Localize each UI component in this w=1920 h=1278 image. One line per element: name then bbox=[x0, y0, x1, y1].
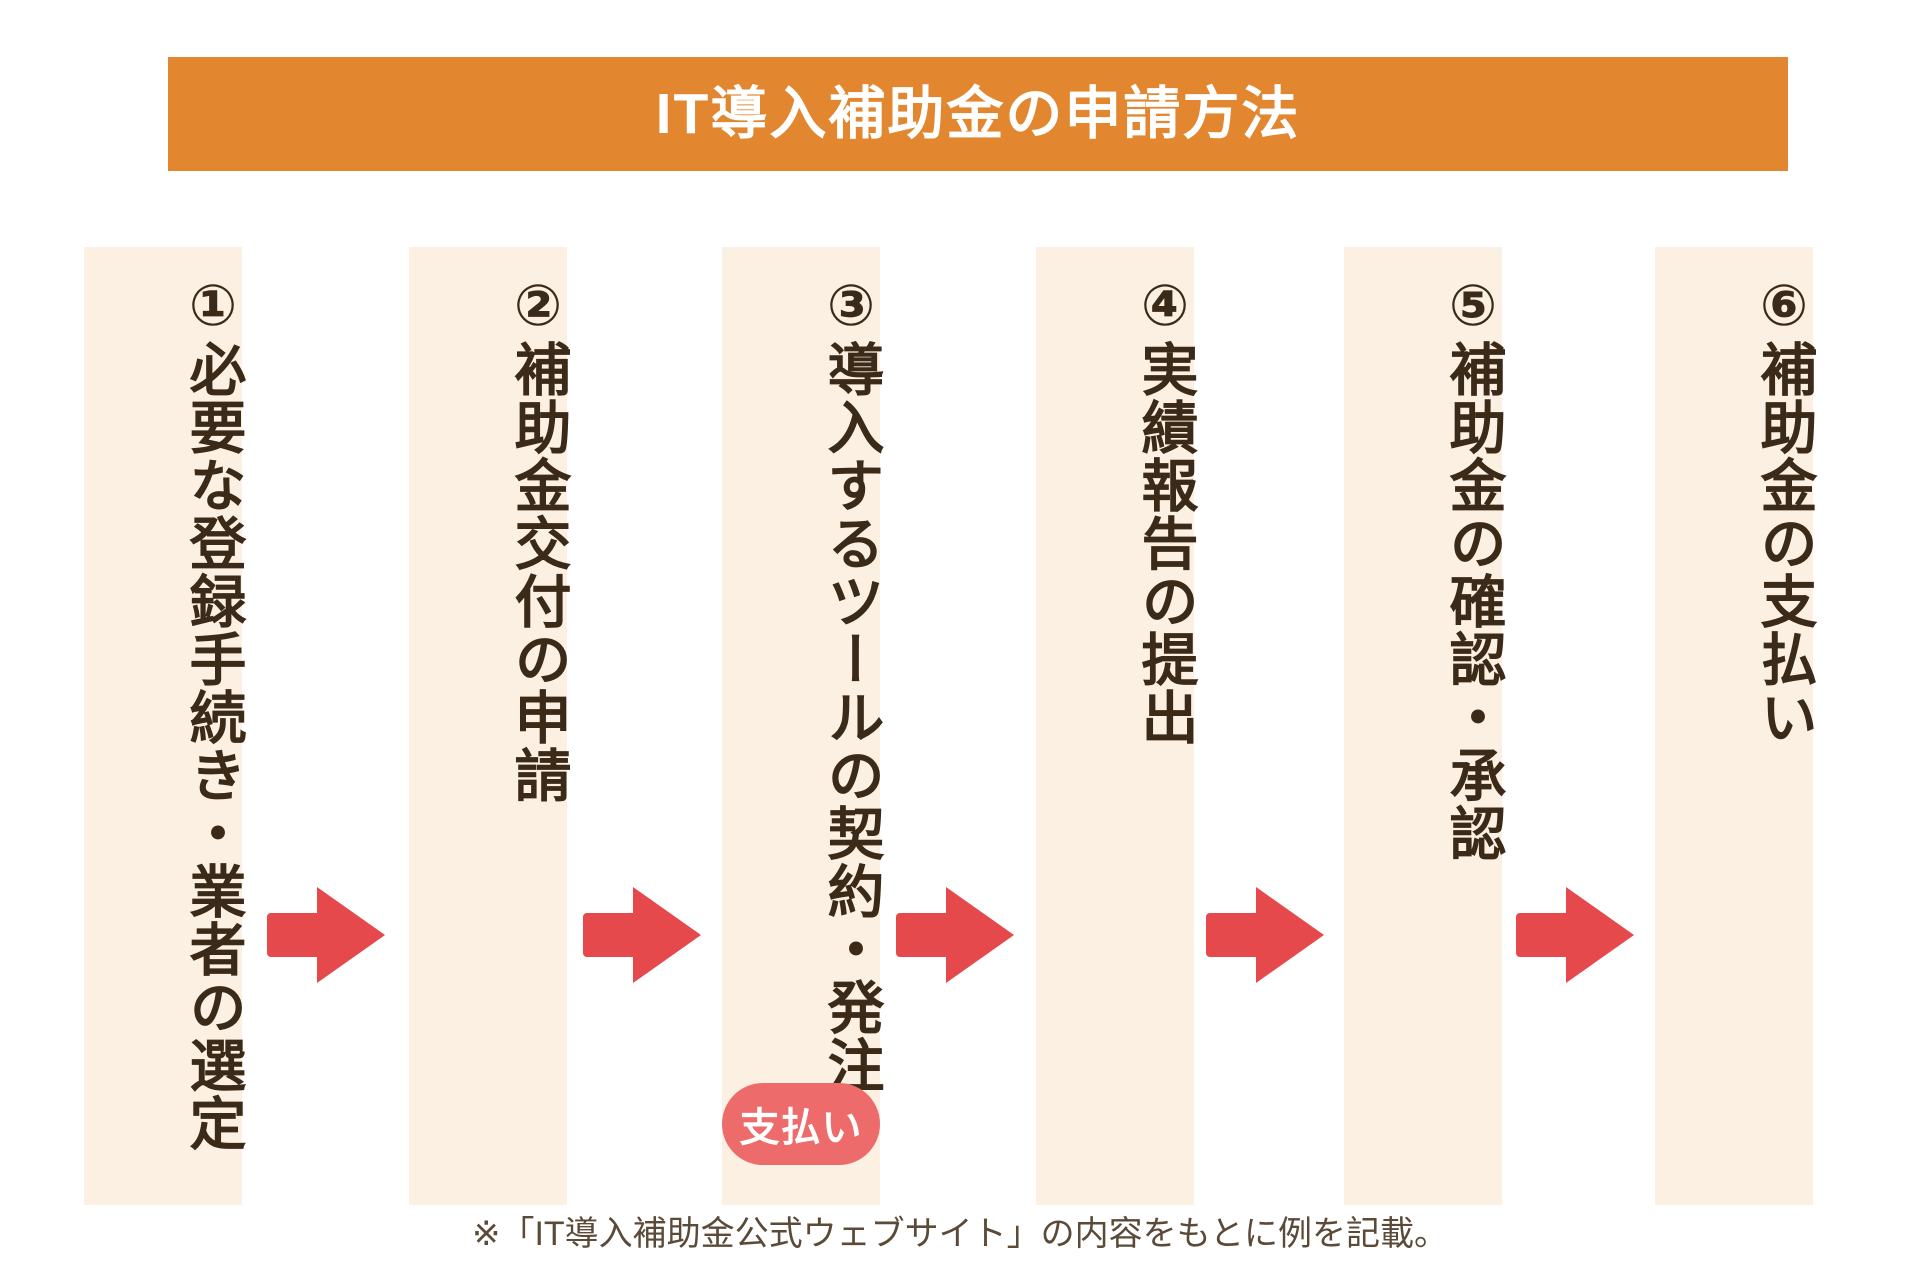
title-banner: IT導入補助金の申請方法 bbox=[168, 57, 1788, 171]
arrow-head bbox=[317, 887, 385, 983]
arrow-head bbox=[633, 887, 701, 983]
step-5-label: ⑤補助金の確認・承認 bbox=[1441, 273, 1505, 862]
arrow-head bbox=[1566, 887, 1634, 983]
arrow-right-icon-3 bbox=[896, 887, 1014, 983]
step-column-1: ①必要な登録手続き・業者の選定 bbox=[84, 247, 245, 1205]
step-4-label: ④実績報告の提出 bbox=[1133, 273, 1197, 746]
step-column-6: ⑥補助金の支払い bbox=[1655, 247, 1816, 1205]
arrow-right-icon-1 bbox=[267, 887, 385, 983]
payment-badge: 支払い bbox=[722, 1083, 880, 1165]
arrow-right-icon-5 bbox=[1516, 887, 1634, 983]
arrow-head bbox=[1256, 887, 1324, 983]
footnote: ※「IT導入補助金公式ウェブサイト」の内容をもとに例を記載。 bbox=[471, 1215, 1449, 1253]
step-1-label: ①必要な登録手続き・業者の選定 bbox=[181, 273, 245, 1152]
step-3-label: ③導入するツールの契約・発注 bbox=[819, 273, 883, 1094]
arrow-right-icon-2 bbox=[583, 887, 701, 983]
step-6-label: ⑥補助金の支払い bbox=[1752, 273, 1816, 746]
step-column-2: ②補助金交付の申請 bbox=[409, 247, 570, 1205]
arrow-right-icon-4 bbox=[1206, 887, 1324, 983]
step-column-5: ⑤補助金の確認・承認 bbox=[1344, 247, 1505, 1205]
step-column-4: ④実績報告の提出 bbox=[1036, 247, 1197, 1205]
steps-row: ①必要な登録手続き・業者の選定 ②補助金交付の申請 ③導入するツールの契約・発注… bbox=[0, 247, 1920, 1207]
arrow-head bbox=[946, 887, 1014, 983]
step-2-label: ②補助金交付の申請 bbox=[506, 273, 570, 804]
step-column-3: ③導入するツールの契約・発注 bbox=[722, 247, 883, 1205]
page-title: IT導入補助金の申請方法 bbox=[655, 81, 1301, 146]
payment-badge-label: 支払い bbox=[739, 1106, 863, 1150]
